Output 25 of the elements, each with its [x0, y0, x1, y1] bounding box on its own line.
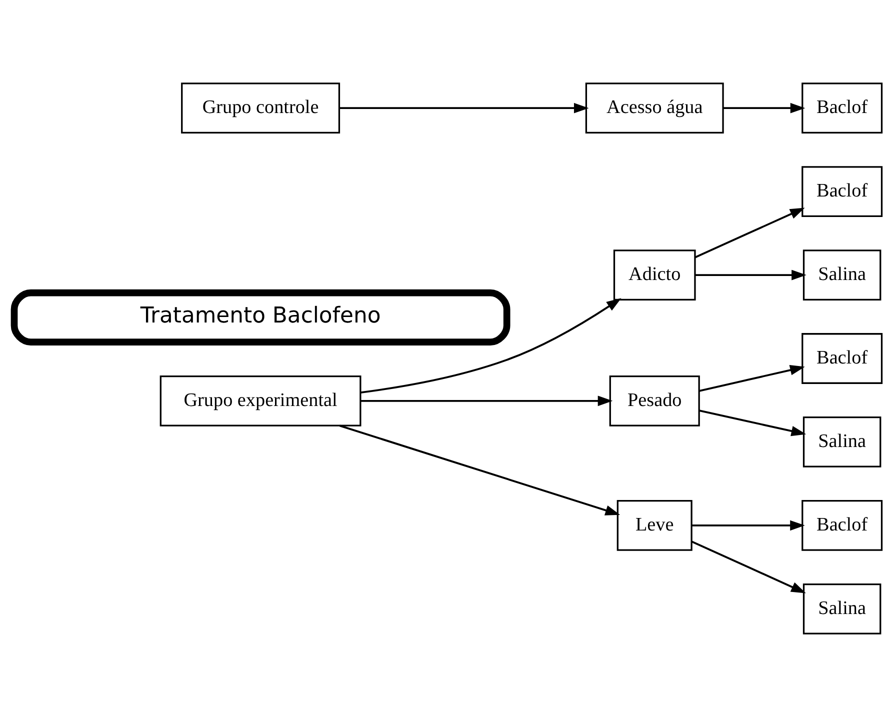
arrow — [692, 520, 805, 531]
node-box: Baclof — [802, 82, 883, 134]
arrow — [695, 270, 806, 280]
node-box: Baclof — [802, 166, 883, 218]
arrow — [699, 365, 805, 392]
arrow — [694, 208, 805, 258]
node-box: Salina — [802, 583, 882, 634]
node-box: Pesado — [609, 375, 700, 426]
arrow — [691, 540, 806, 594]
node-box: Grupo experimental — [160, 375, 362, 426]
node-box: Grupo controle — [181, 82, 340, 134]
arrow — [723, 102, 806, 114]
node-box: Salina — [802, 416, 882, 468]
arrow — [360, 298, 622, 394]
arrow — [339, 102, 589, 114]
node-box: Tratamento Baclofeno — [10, 289, 510, 346]
arrow — [339, 424, 620, 516]
node-box: Acesso água — [585, 82, 724, 134]
node-box: Baclof — [802, 333, 883, 384]
node-box: Baclof — [802, 500, 883, 551]
arrow — [699, 410, 806, 436]
node-box: Leve — [616, 500, 692, 551]
node-box: Adicto — [613, 250, 696, 300]
arrow — [360, 396, 613, 406]
node-box: Salina — [802, 250, 882, 300]
